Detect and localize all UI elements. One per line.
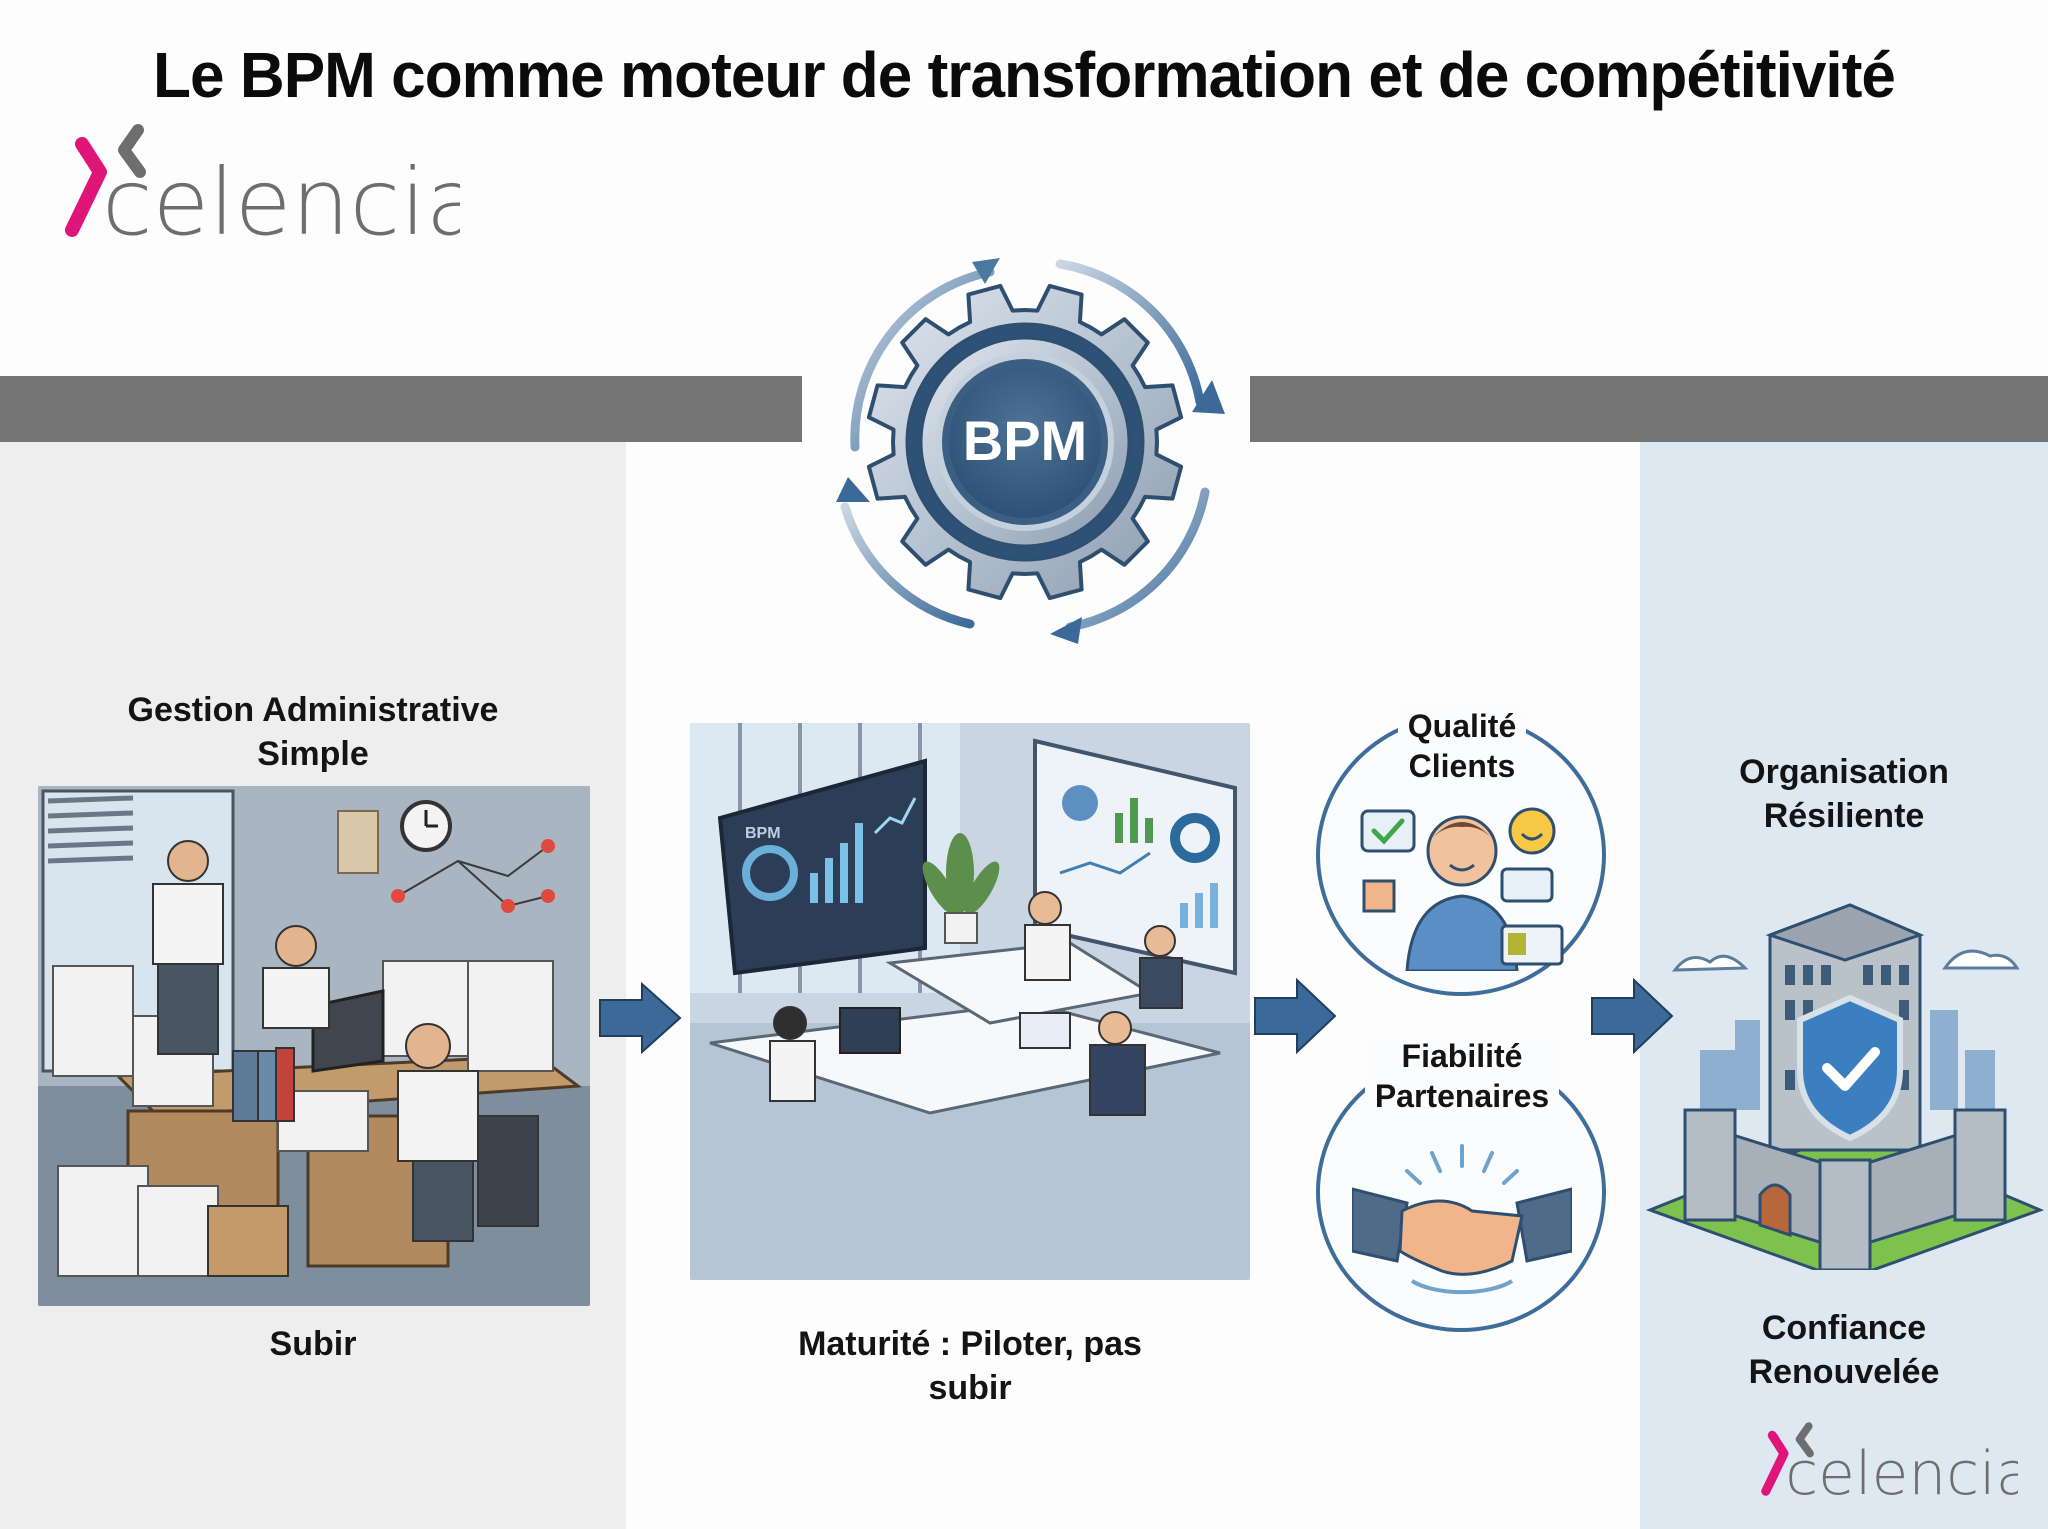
handshake-icon [1352,1144,1572,1295]
page-title: Le BPM comme moteur de transformation et… [153,39,1896,111]
fortified-building-shield-icon [1645,880,2045,1282]
stage1-heading-line2: Simple [257,735,369,773]
flow-arrow-2-icon [1253,978,1337,1054]
monitor-bpm-label: BPM [745,825,781,842]
stage2-caption-line1: Maturité : Piloter, pas [798,1325,1142,1363]
outcome-heading-line1: Organisation [1739,753,1949,791]
logo-wordmark: celencia [102,149,460,242]
bpm-gear: BPM [800,232,1250,652]
brand-logo-footer: celencia [1758,1418,2018,1502]
outcome-caption-line1: Confiance [1761,1309,1927,1347]
outcome-caption: Confiance Renouvelée [1640,1306,2048,1394]
benefit1-line1: Qualité [1407,708,1517,744]
benefit-partner-reliability: Fiabilité Partenaires [1312,1036,1612,1332]
stage1-caption: Subir [269,1325,357,1363]
stage1-heading: Gestion Administrative Simple [0,688,626,776]
cycle-arrows-icon [840,259,1210,632]
benefit2-line2: Partenaires [1374,1078,1550,1114]
logo-chevron-gray [118,124,146,178]
happy-customer-icon [1360,807,1564,971]
flow-arrow-1-icon [598,982,682,1054]
stage1-heading-line1: Gestion Administrative [127,691,499,729]
benefit2-label: Fiabilité Partenaires [1312,1036,1612,1116]
outcome-heading: Organisation Résiliente [1640,750,2048,838]
benefit1-line2: Clients [1408,748,1516,784]
stage2-caption: Maturité : Piloter, pas subir [680,1322,1260,1410]
outcome-caption-line2: Renouvelée [1748,1353,1940,1391]
header-band-left [0,376,802,442]
brand-logo: celencia [60,122,460,242]
stage2-caption-line2: subir [928,1369,1012,1407]
chaotic-office-illustration [38,786,590,1306]
benefit-customer-quality: Qualité Clients [1312,706,1612,996]
flow-arrow-3-icon [1590,978,1674,1054]
footer-logo-wordmark: celencia [1785,1439,2018,1502]
organized-office-dashboard-illustration: BPM [690,723,1250,1280]
benefit2-line1: Fiabilité [1401,1038,1523,1074]
bpm-label: BPM [963,409,1087,472]
logo-chevron-magenta [65,137,107,237]
header-band-right [1250,376,2048,442]
benefit1-label: Qualité Clients [1312,706,1612,786]
outcome-heading-line2: Résiliente [1763,797,1925,835]
